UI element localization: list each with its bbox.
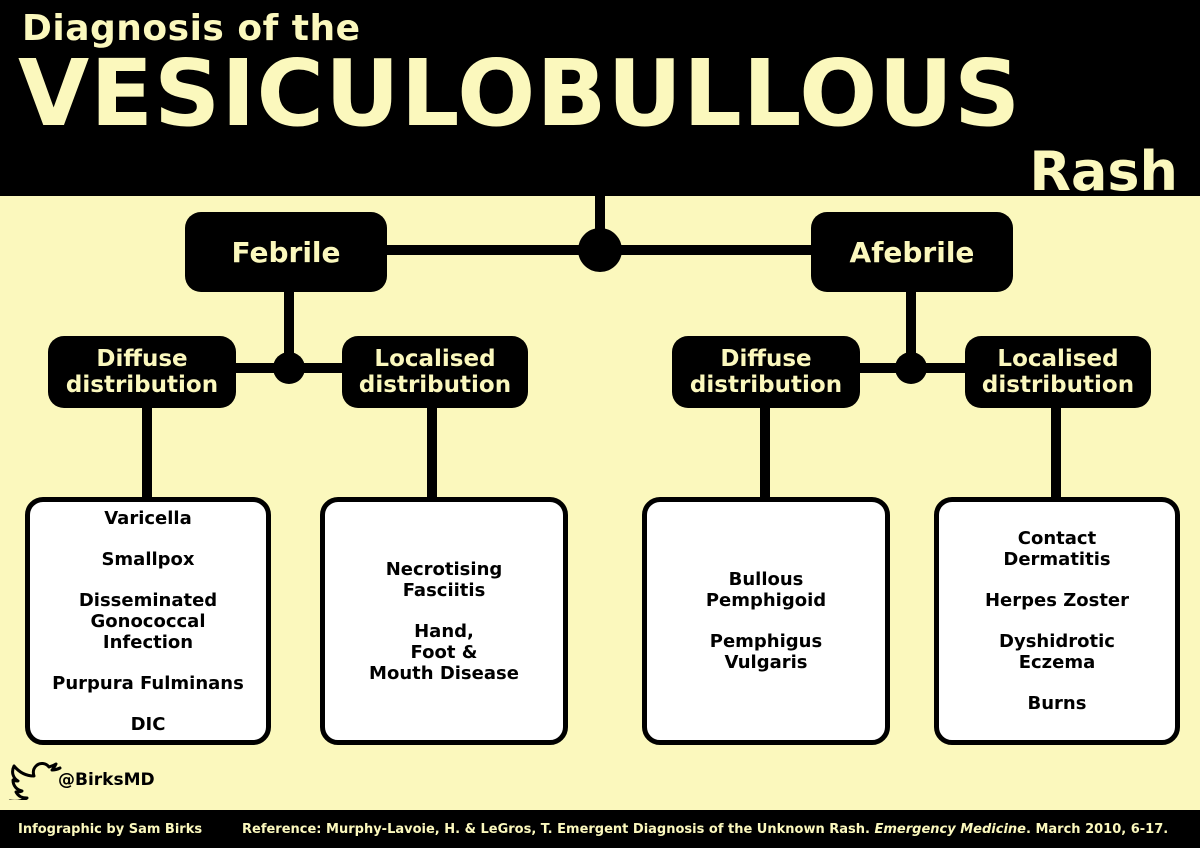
reference-start: Reference: Murphy-Lavoie, H. & LeGros, T…	[242, 822, 870, 837]
list-item: DIC	[130, 713, 166, 735]
reference-end: . March 2010, 6-17.	[1026, 822, 1169, 837]
afebrile-localised-pill: Localised distribution	[965, 336, 1151, 408]
afebrile-node	[895, 352, 927, 384]
footer-bar: Infographic by Sam Birks Reference: Murp…	[0, 810, 1200, 848]
afebrile-diffuse-list: Bullous Pemphigoid Pemphigus Vulgaris	[642, 497, 890, 745]
list-item: Contact Dermatitis	[1003, 528, 1111, 570]
febrile-localised-pill: Localised distribution	[342, 336, 528, 408]
list-item: Varicella	[104, 507, 192, 529]
febrile-node	[273, 352, 305, 384]
afebrile-localised-list: Contact Dermatitis Herpes Zoster Dyshidr…	[934, 497, 1180, 745]
afebrile-label: Afebrile	[849, 235, 975, 269]
list-item: Pemphigus Vulgaris	[709, 631, 823, 673]
reference-text: Reference: Murphy-Lavoie, H. & LeGros, T…	[242, 822, 1168, 837]
febrile-node-box: Febrile	[185, 212, 387, 292]
title-end: Rash	[1029, 140, 1178, 203]
list-item: Hand, Foot & Mouth Disease	[369, 620, 519, 684]
list-item: Purpura Fulminans	[52, 672, 244, 694]
list-item: Burns	[1027, 693, 1087, 714]
reference-journal: Emergency Medicine	[874, 822, 1027, 837]
root-node	[578, 228, 622, 272]
subtitle: Diagnosis of the	[22, 8, 361, 49]
list-item: Smallpox	[101, 548, 195, 570]
group-label: Localised distribution	[981, 346, 1135, 398]
main-title: VESICULOBULLOUS	[18, 40, 1022, 147]
febrile-label: Febrile	[231, 235, 341, 269]
header-banner: Diagnosis of the VESICULOBULLOUS Rash	[0, 0, 1200, 202]
group-label: Localised distribution	[358, 346, 512, 398]
febrile-diffuse-list: Varicella Smallpox Disseminated Gonococc…	[25, 497, 271, 745]
twitter-bird-icon	[8, 762, 62, 800]
febrile-diffuse-pill: Diffuse distribution	[48, 336, 236, 408]
list-item: Herpes Zoster	[984, 590, 1130, 611]
list-item: Bullous Pemphigoid	[705, 569, 827, 611]
group-label: Diffuse distribution	[689, 346, 843, 398]
afebrile-diffuse-pill: Diffuse distribution	[672, 336, 860, 408]
afebrile-node-box: Afebrile	[811, 212, 1013, 292]
twitter-handle[interactable]: @BirksMD	[58, 770, 155, 790]
febrile-localised-list: Necrotising Fasciitis Hand, Foot & Mouth…	[320, 497, 568, 745]
list-item: Dyshidrotic Eczema	[999, 631, 1115, 673]
list-item: Necrotising Fasciitis	[385, 558, 503, 601]
list-item: Disseminated Gonococcal Infection	[78, 589, 218, 653]
group-label: Diffuse distribution	[65, 346, 219, 398]
credit-text: Infographic by Sam Birks	[18, 822, 203, 837]
